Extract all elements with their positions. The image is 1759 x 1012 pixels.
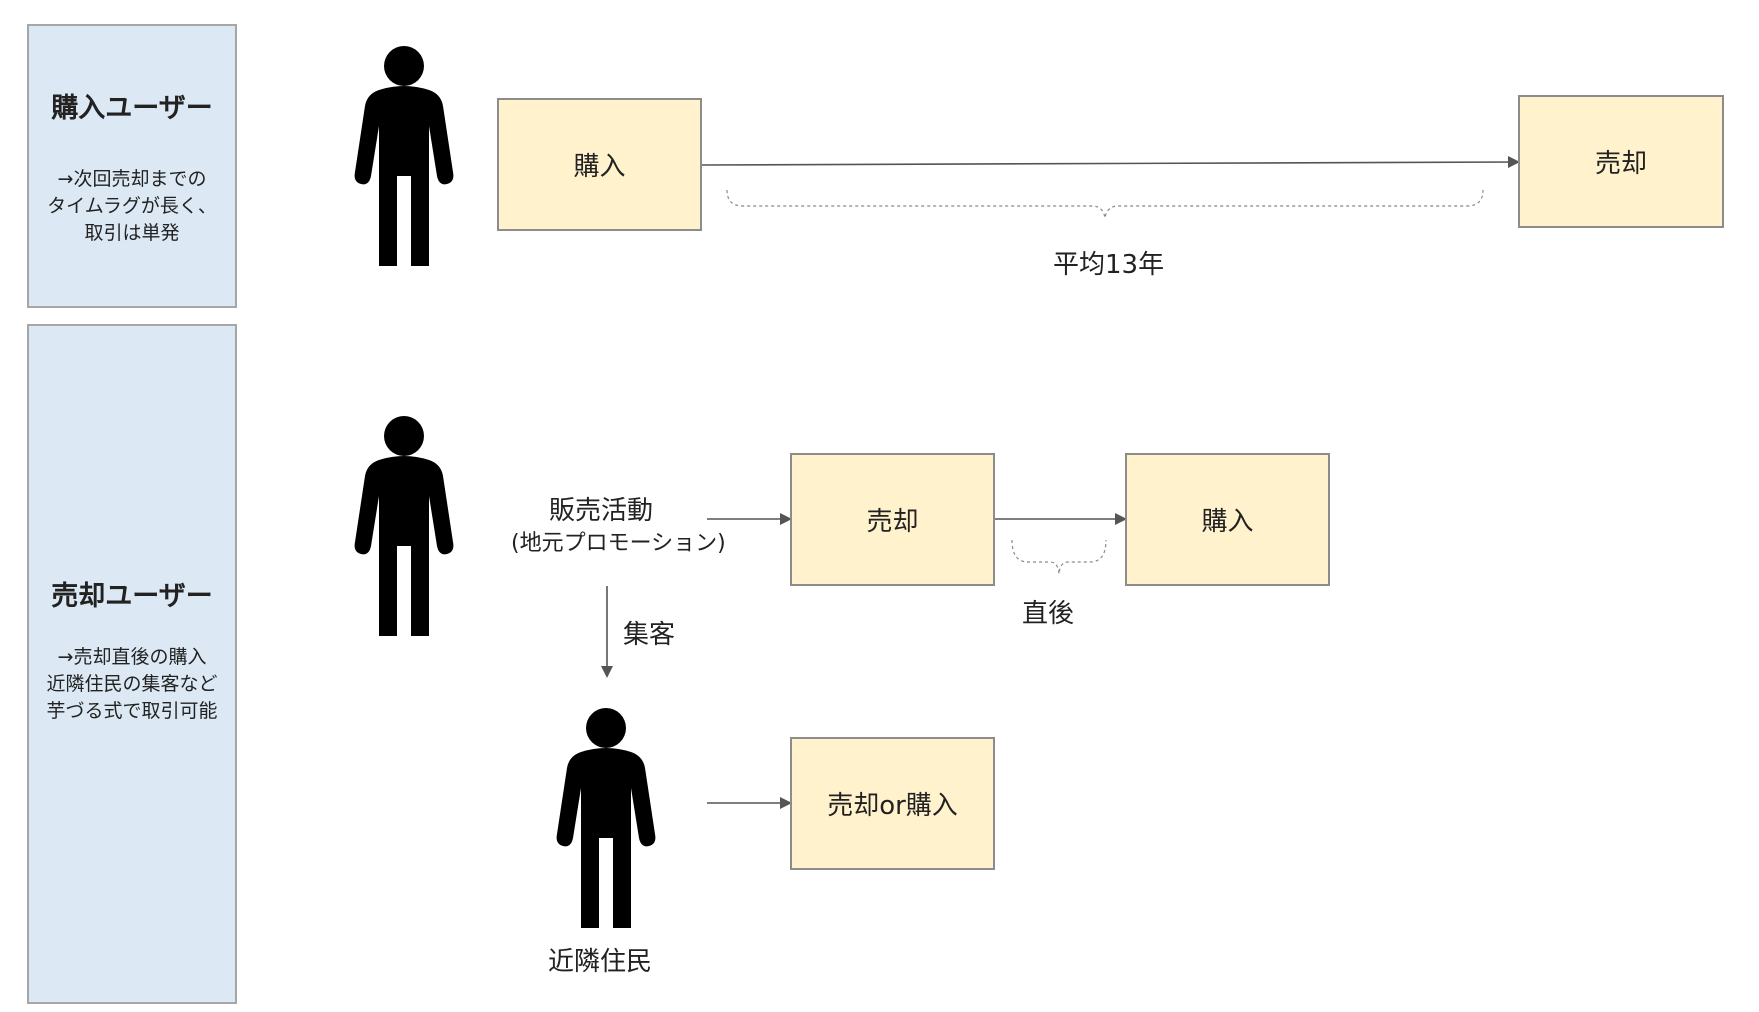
attract-label: 集客 <box>623 620 676 650</box>
sell-box-label: 売却 <box>866 507 919 537</box>
neighbor-label: 近隣住民 <box>548 947 653 977</box>
buy-box-label: 購入 <box>573 152 626 182</box>
buy-box-label: 購入 <box>1201 507 1254 537</box>
interval-brace <box>726 189 1484 219</box>
buyer-user-description: →次回売却までの タイムラグが長く、 取引は単発 <box>47 168 217 244</box>
sales-activity-sub-label: (地元プロモーション) <box>511 531 726 556</box>
sell-or-buy-box: 売却or購入 <box>790 737 995 870</box>
sell-box-label: 売却 <box>1594 149 1647 179</box>
immediately-brace <box>1011 539 1107 575</box>
interval-label: 平均13年 <box>1053 250 1165 280</box>
immediately-label: 直後 <box>1022 599 1075 629</box>
buy-box: 購入 <box>497 98 702 231</box>
buyer-user-title: 購入ユーザー <box>51 93 213 124</box>
seller-user-description: →売却直後の購入 近隣住民の集客など 芋づる式で取引可能 <box>46 646 218 722</box>
seller-user-title: 売却ユーザー <box>51 581 213 612</box>
person-icon <box>556 708 656 928</box>
buyer-user-panel: 購入ユーザー →次回売却までの タイムラグが長く、 取引は単発 <box>27 24 237 308</box>
sell-box: 売却 <box>790 453 995 586</box>
buy-to-sell-arrow <box>701 156 1520 169</box>
person-icon <box>354 416 454 636</box>
person-icon <box>354 46 454 266</box>
sell-or-buy-box-label: 売却or購入 <box>827 791 958 821</box>
buy-box: 購入 <box>1125 453 1330 586</box>
seller-user-panel: 売却ユーザー →売却直後の購入 近隣住民の集客など 芋づる式で取引可能 <box>27 324 237 1004</box>
sell-box: 売却 <box>1518 95 1724 228</box>
sales-activity-label: 販売活動 <box>549 496 654 526</box>
